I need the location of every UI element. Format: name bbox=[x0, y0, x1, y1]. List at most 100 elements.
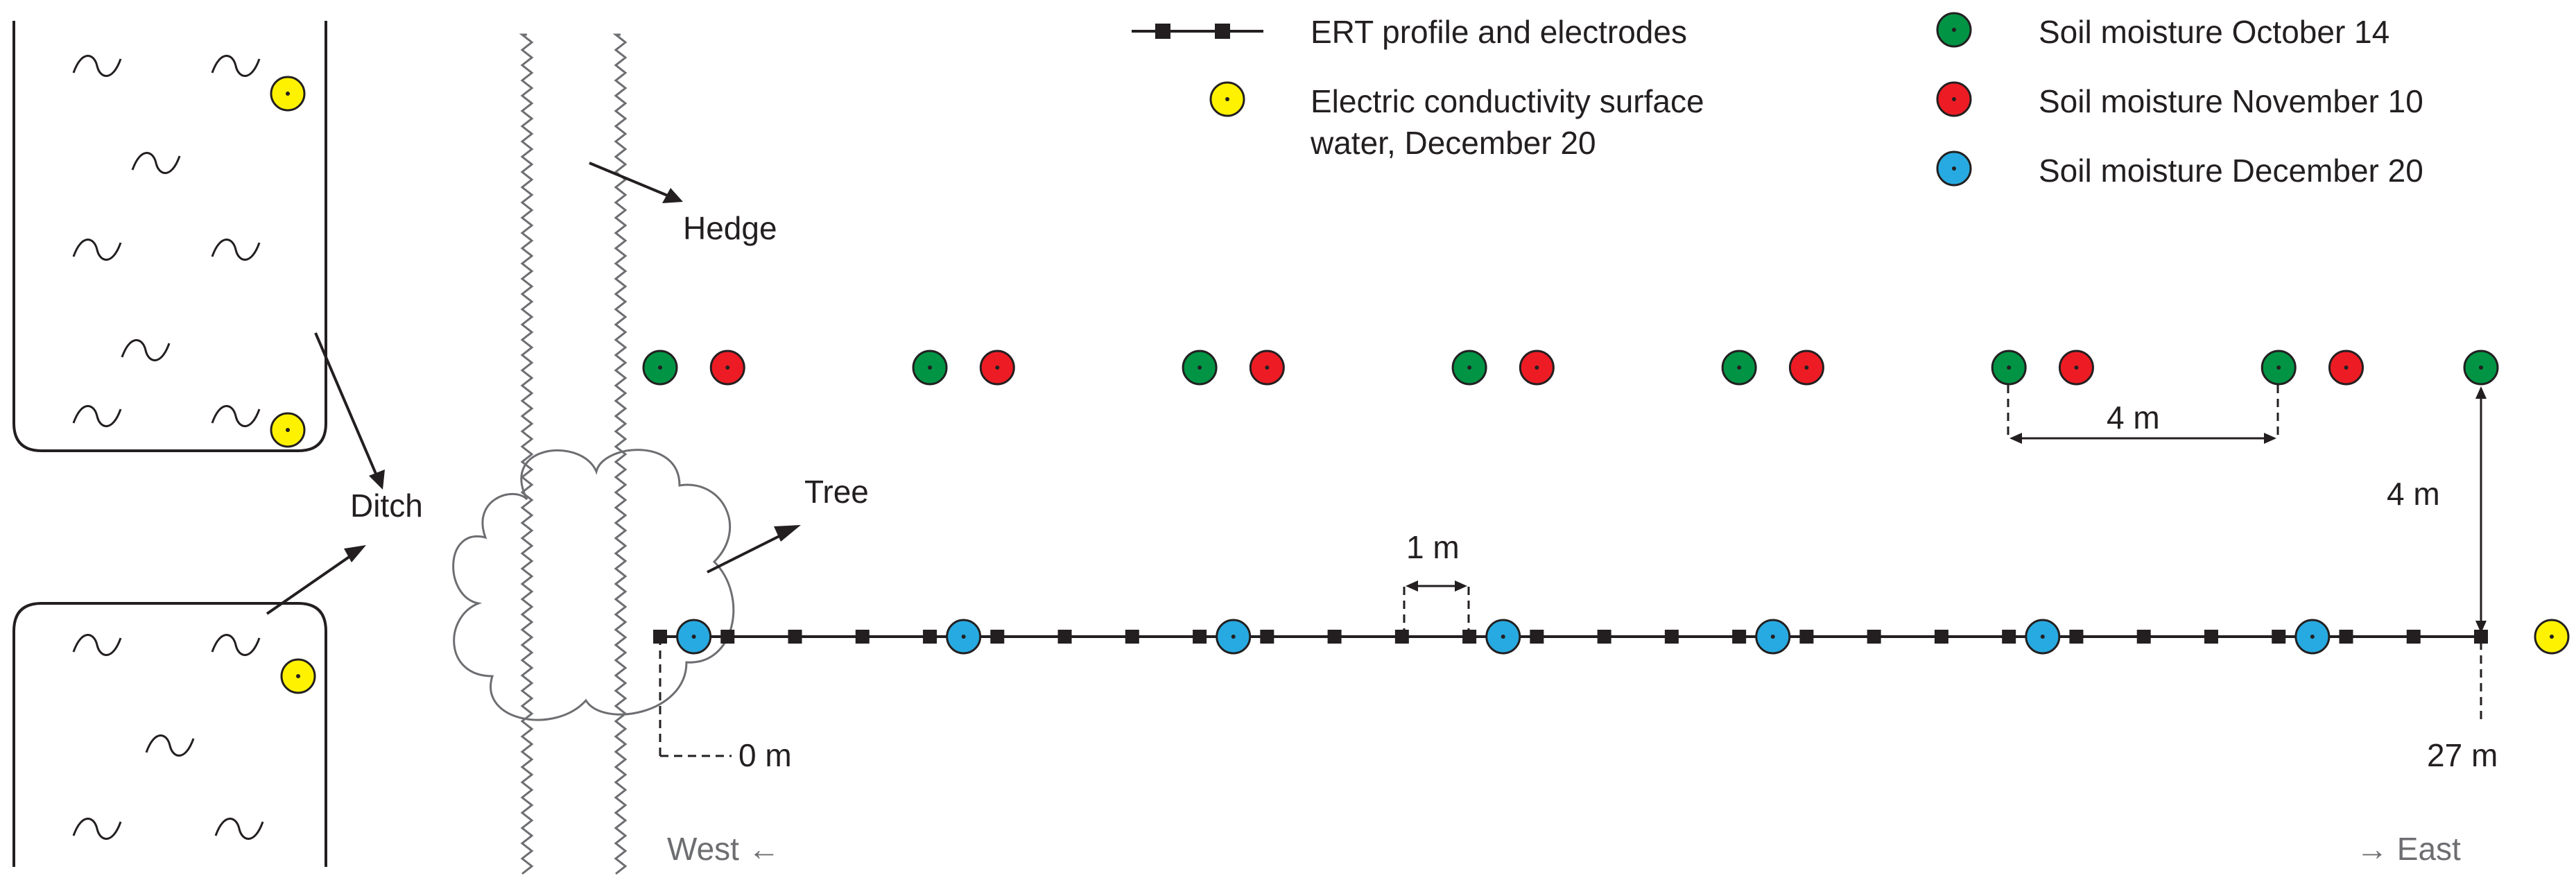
wave-symbol bbox=[211, 634, 261, 656]
hedge-arrow bbox=[589, 162, 673, 199]
arrowhead bbox=[2475, 386, 2487, 399]
ert-profile bbox=[653, 630, 2488, 644]
soil-moisture-december-marker bbox=[946, 619, 982, 655]
hedge-line-west bbox=[519, 33, 534, 875]
conductivity-marker bbox=[270, 412, 306, 448]
electrode bbox=[855, 630, 870, 644]
conductivity-marker bbox=[2534, 619, 2570, 655]
electrode bbox=[1867, 630, 1881, 644]
soil-moisture-november-marker bbox=[2058, 350, 2094, 386]
soil-moisture-december-marker bbox=[2294, 619, 2331, 655]
tree-label: Tree bbox=[804, 474, 869, 510]
conductivity-marker bbox=[280, 658, 316, 694]
wave-symbol bbox=[72, 818, 122, 840]
wave-symbol bbox=[214, 818, 264, 840]
dimension-arrowheads bbox=[1406, 386, 2487, 633]
hedge-arrowhead bbox=[662, 188, 683, 203]
ditch-arrowhead-upper bbox=[369, 470, 385, 490]
soil-moisture-october-marker bbox=[912, 350, 948, 386]
electrode bbox=[1664, 630, 1679, 644]
annotation-arrows bbox=[266, 162, 791, 615]
upper-field bbox=[12, 21, 327, 452]
wave-symbol bbox=[72, 55, 122, 77]
electrode bbox=[2406, 630, 2421, 644]
legend-conductivity-label-2: water, December 20 bbox=[1310, 125, 1596, 161]
wave-symbol bbox=[131, 152, 181, 174]
hedge-line-east bbox=[612, 33, 628, 875]
electrode bbox=[1125, 630, 1139, 644]
ditch-arrowhead-lower bbox=[344, 545, 366, 562]
tree-arrow bbox=[707, 529, 791, 574]
four-m-vertical-label: 4 m bbox=[2387, 476, 2440, 512]
wave-symbol bbox=[72, 405, 122, 427]
arrowhead bbox=[2009, 433, 2022, 444]
arrowhead bbox=[2475, 621, 2487, 633]
wave-symbol bbox=[145, 734, 195, 757]
wave-symbol bbox=[121, 339, 171, 361]
electrode bbox=[1260, 630, 1274, 644]
dimension-lines bbox=[1411, 392, 2482, 628]
electrode bbox=[1530, 630, 1544, 644]
electrode bbox=[1327, 630, 1342, 644]
ditch-label: Ditch bbox=[350, 488, 423, 524]
start-distance-label: 0 m bbox=[738, 737, 792, 773]
east-direction-label: → East bbox=[2356, 831, 2461, 867]
electrode bbox=[788, 630, 802, 644]
soil-moisture-october-marker bbox=[2463, 350, 2499, 386]
legend-moisture-oct-label: Soil moisture October 14 bbox=[2039, 14, 2389, 50]
legend-moisture-nov-label: Soil moisture November 10 bbox=[2039, 83, 2423, 119]
electrode bbox=[2069, 630, 2084, 644]
soil-moisture-october-marker bbox=[1182, 350, 1218, 386]
hedge bbox=[519, 33, 628, 875]
annotation-arrowheads bbox=[344, 188, 801, 562]
wave-symbol bbox=[72, 634, 122, 656]
west-direction-label: West ← bbox=[667, 831, 780, 867]
legend-moisture-nov-symbol bbox=[1936, 81, 1972, 117]
soil-moisture-december-marker bbox=[1485, 619, 1521, 655]
soil-moisture-december-marker bbox=[2025, 619, 2061, 655]
wave-symbol bbox=[72, 239, 122, 261]
electrode bbox=[1057, 630, 1072, 644]
legend-ert-label: ERT profile and electrodes bbox=[1311, 14, 1687, 50]
electrode bbox=[923, 630, 937, 644]
electrode bbox=[1394, 630, 1409, 644]
soil-moisture-november-marker bbox=[979, 350, 1015, 386]
one-m-label: 1 m bbox=[1406, 529, 1460, 565]
soil-moisture-november-marker bbox=[1788, 350, 1824, 386]
legend-marker-symbols bbox=[1209, 12, 1972, 187]
soil-moisture-october-marker bbox=[642, 350, 678, 386]
field-wave-symbols bbox=[72, 55, 264, 840]
soil-moisture-october-marker bbox=[1991, 350, 2027, 386]
ditch-arrow-lower bbox=[266, 550, 358, 615]
soil-moisture-november-marker bbox=[1249, 350, 1285, 386]
electrode bbox=[1193, 630, 1207, 644]
arrowhead bbox=[1455, 580, 1467, 592]
soil-moisture-november-marker bbox=[709, 350, 745, 386]
soil-moisture-november-marker bbox=[2328, 350, 2364, 386]
arrowhead bbox=[2264, 433, 2276, 444]
electrode bbox=[2474, 630, 2488, 644]
four-m-horizontal-label: 4 m bbox=[2107, 399, 2160, 436]
wave-symbol bbox=[211, 55, 261, 77]
legend-moisture-oct-symbol bbox=[1936, 12, 1972, 48]
electrode bbox=[990, 630, 1005, 644]
electrode bbox=[2136, 630, 2151, 644]
hedge-label: Hedge bbox=[683, 210, 777, 246]
electrode bbox=[1799, 630, 1814, 644]
lower-field bbox=[12, 602, 327, 867]
dimension-guides bbox=[659, 385, 2482, 757]
soil-moisture-december-marker bbox=[676, 619, 712, 655]
soil-moisture-october-marker bbox=[1451, 350, 1487, 386]
wave-symbol bbox=[211, 405, 261, 427]
soil-moisture-december-marker bbox=[1216, 619, 1252, 655]
electrode bbox=[2339, 630, 2353, 644]
ditch-arrow-upper bbox=[314, 332, 379, 479]
tree-arrowhead bbox=[774, 525, 801, 542]
electrode bbox=[2204, 630, 2218, 644]
soil-moisture-december-marker bbox=[1755, 619, 1791, 655]
electrode bbox=[1934, 630, 1948, 644]
conductivity-marker bbox=[270, 76, 306, 112]
legend: ERT profile and electrodes Electric cond… bbox=[1132, 12, 2423, 189]
soil-moisture-october-marker bbox=[2261, 350, 2297, 386]
electrode bbox=[1597, 630, 1611, 644]
